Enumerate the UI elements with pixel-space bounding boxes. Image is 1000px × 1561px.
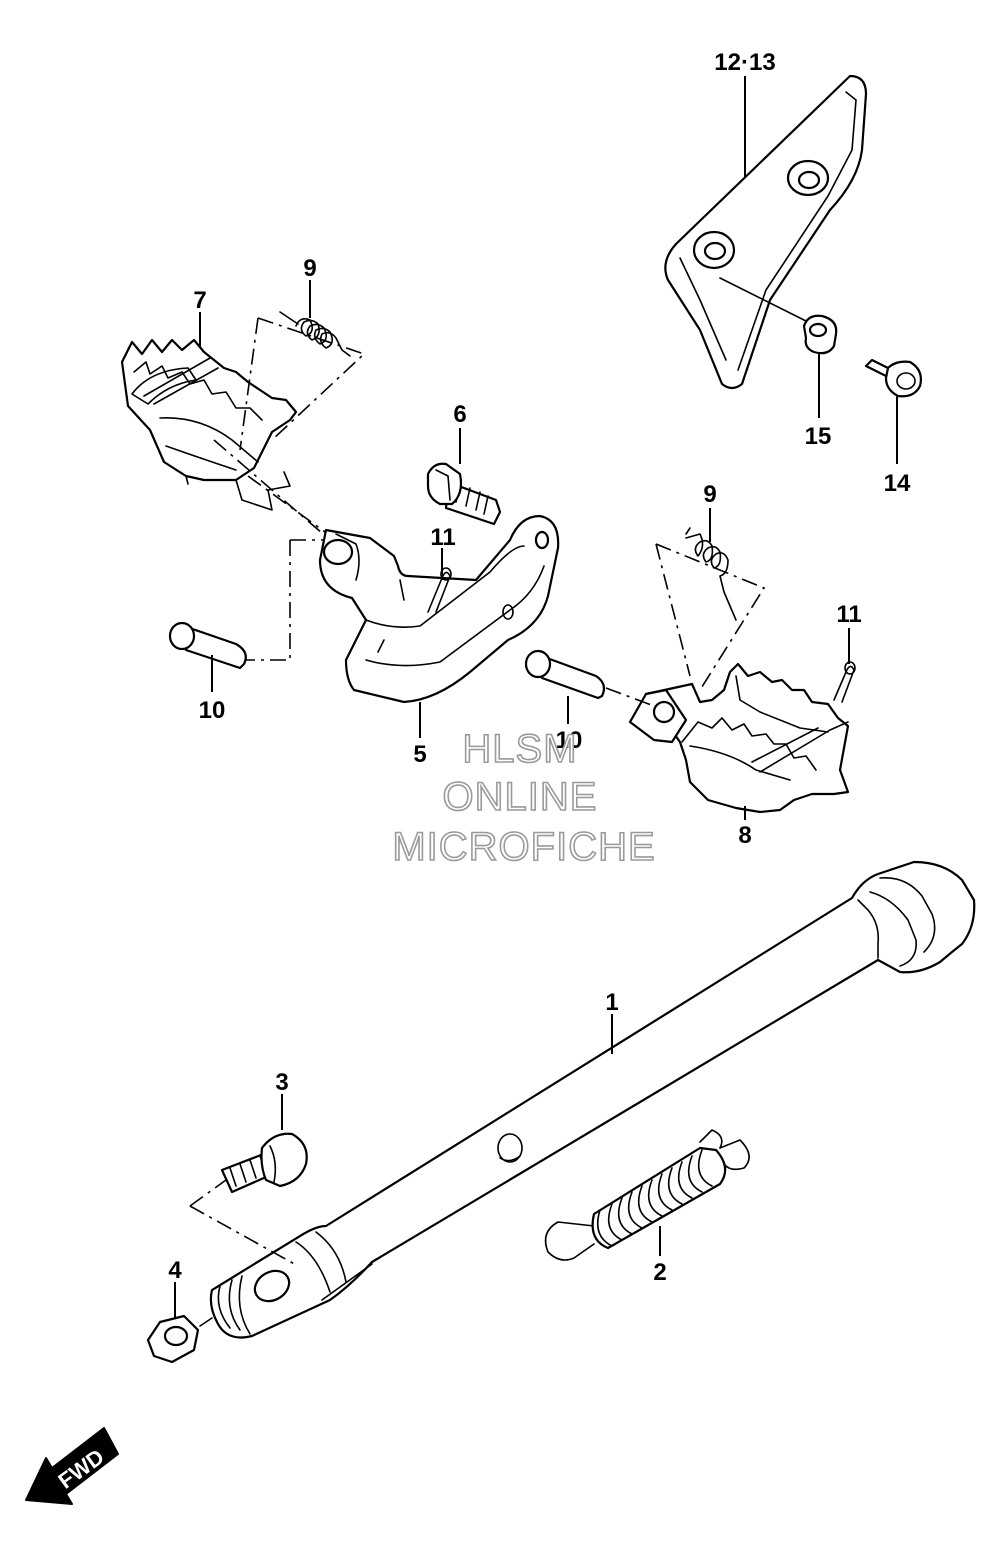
pin-right (524, 649, 606, 700)
callout-9-left: 9 (303, 255, 316, 282)
footrest-right (628, 662, 850, 814)
footrest-bracket (318, 514, 560, 704)
callout-8: 8 (738, 822, 751, 849)
pin-left (168, 621, 247, 670)
spring-left (279, 311, 351, 357)
callout-3: 3 (275, 1069, 288, 1096)
callout-5: 5 (413, 741, 426, 768)
callout-10-left: 10 (199, 697, 226, 724)
bolt (426, 462, 502, 526)
cotter-pin-right (833, 661, 856, 703)
callout-11-center: 11 (430, 524, 455, 551)
spring-right (685, 527, 737, 621)
callout-11-right: 11 (836, 601, 861, 628)
callout-7: 7 (193, 287, 206, 314)
fwd-arrow-icon: FWD (25, 1427, 119, 1505)
callout-1: 1 (605, 989, 618, 1016)
callout-4: 4 (168, 1257, 182, 1284)
callout-15: 15 (805, 423, 832, 450)
callout-12-13: 12·13 (714, 49, 775, 76)
bolt-small (864, 358, 922, 398)
callout-10-right: 10 (556, 727, 583, 754)
callout-9-right: 9 (703, 481, 716, 508)
callout-6: 6 (453, 401, 466, 428)
collar (802, 314, 838, 355)
callout-14: 14 (884, 470, 911, 497)
guard-plate (664, 74, 868, 390)
watermark-line-2: ONLINE (443, 775, 598, 819)
callout-2: 2 (653, 1259, 666, 1286)
nut (146, 1314, 213, 1364)
side-stand (209, 860, 976, 1339)
stand-bolt (220, 1132, 308, 1194)
footrest-left (120, 338, 298, 511)
watermark-line-1: HLSM (462, 727, 577, 771)
watermark-line-3: MICROFICHE (392, 825, 655, 869)
stand-spring (544, 1129, 750, 1261)
